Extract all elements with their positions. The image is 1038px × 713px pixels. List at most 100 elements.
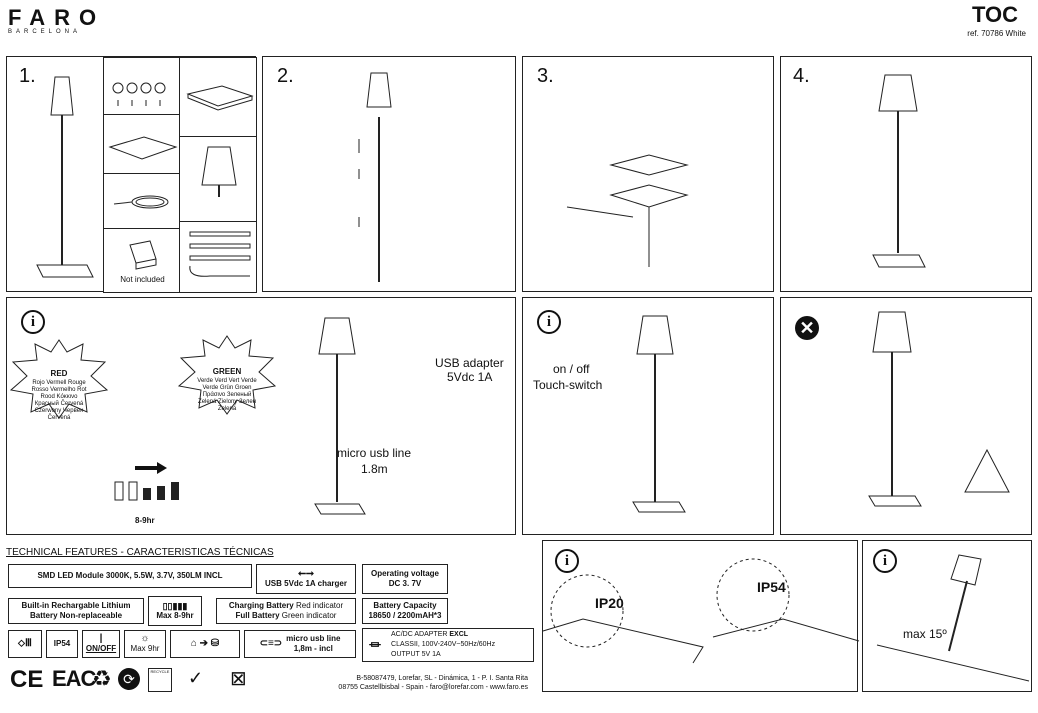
recycle-symbol-icon: ♻ xyxy=(92,666,112,691)
prohibited-icon: ✕ xyxy=(795,316,819,340)
charge-time: 8-9hr xyxy=(135,516,155,525)
usb-charger-spec: ⭠⭢ USB 5Vdc 1A charger xyxy=(256,564,356,594)
weee-bin-icon: ⊠ xyxy=(230,668,247,690)
max9-badge: ☼ Max 9hr xyxy=(124,630,166,658)
base-plate-icon xyxy=(186,85,254,111)
plug-icon: ⏛ xyxy=(369,638,382,652)
touch-lamp-illustration xyxy=(632,315,686,513)
parts-cell-screws xyxy=(103,57,180,115)
screws-icon xyxy=(112,82,166,106)
battery-l1: Built-in Rechargable Lithium xyxy=(21,601,131,610)
green-star-burst xyxy=(177,335,277,415)
floor-lamp-illustration xyxy=(36,76,94,278)
base-assembly-illustration xyxy=(566,154,689,267)
adapter-l3: OUTPUT 5V 1A xyxy=(391,651,441,658)
charging-l1b: Red indicator xyxy=(296,601,344,610)
brand-logo: FARO BARCELONA xyxy=(8,5,105,35)
parts-cell-cable xyxy=(103,173,180,229)
green-title: GREEN xyxy=(212,367,242,376)
adapter-excl: EXCL xyxy=(449,631,469,638)
red-text: Rojo Vermell Rouge Rosso Vermelho Rot Ro… xyxy=(31,380,87,421)
panel-step-3: 3. xyxy=(522,56,774,292)
step-number: 1. xyxy=(19,65,36,87)
micro-l1: micro usb line xyxy=(286,634,341,643)
ip54-label: IP54 xyxy=(757,579,786,595)
parts-cell-shade xyxy=(179,136,257,222)
adapter-l2: CLASSII, 100V-240V~50Hz/60Hz xyxy=(391,641,496,648)
charging-lamp-illustration xyxy=(314,317,366,515)
usb-charger-label: USB 5Vdc 1A charger xyxy=(265,579,347,588)
step-number: 3. xyxy=(537,65,554,87)
charging-l2: Full Battery xyxy=(235,611,280,620)
usb-symbol-icon: ⭠⭢ xyxy=(298,568,314,579)
max9-label: Max 9hr xyxy=(130,644,160,653)
charging-l2b: Green indicator xyxy=(281,611,337,620)
finished-lamp-illustration xyxy=(872,74,926,268)
usb-spec-label: 5Vdc 1A xyxy=(447,370,493,384)
panel-step-4: 4. xyxy=(780,56,1032,292)
warning-lamp-illustration xyxy=(868,311,1010,507)
recycle-box-icon: RECYCLE xyxy=(148,668,172,692)
lightbulb-icon: ☼ xyxy=(140,633,150,644)
voltage-label: Operating voltage xyxy=(370,569,439,578)
footer-address-2: 08755 Castellbisbal - Spain - faro@loref… xyxy=(338,684,528,691)
battery-bars-icon: ▯▯▮▮▮ xyxy=(162,601,188,611)
panel-touch-switch: i on / off Touch-switch xyxy=(522,297,774,535)
capacity-spec: Battery Capacity 18650 / 2200mAH*3 xyxy=(362,598,448,624)
assembly-illustration xyxy=(358,72,392,282)
battery-arrow-icon xyxy=(114,462,179,501)
footer-address-1: B-58087479, Lorefar, SL - Dinámica, 1 - … xyxy=(356,675,528,682)
tilt-illustration xyxy=(876,554,1030,682)
eac-mark: EAC xyxy=(52,666,96,691)
ce-mark: CE xyxy=(10,666,44,693)
recycle-label: RECYCLE xyxy=(150,669,170,674)
charging-l1: Charging Battery xyxy=(228,601,294,610)
micro-usb-length: 1.8m xyxy=(361,462,388,476)
lampshade-icon xyxy=(201,146,237,197)
parts-cell-plate xyxy=(103,114,180,174)
info-icon: i xyxy=(873,549,897,573)
ip20-label: IP20 xyxy=(595,595,624,611)
red-title: RED xyxy=(50,369,68,378)
panel-tilt: i max 15º xyxy=(862,540,1032,692)
capacity-l2: 18650 / 2200mAH*3 xyxy=(368,611,442,620)
tech-heading: TECHNICAL FEATURES - CARACTERISTICAS TÉC… xyxy=(6,547,274,558)
battery-l2: Battery Non-replaceable xyxy=(29,611,123,620)
power-icon: | xyxy=(99,633,103,644)
panel-charging: i RED Rojo Vermell Rouge Rosso Vermelho … xyxy=(6,297,516,535)
info-icon: i xyxy=(21,310,45,334)
adapter-l1: AC/DC ADAPTER xyxy=(391,631,448,638)
info-icon: i xyxy=(555,549,579,573)
parts-cell-poles xyxy=(179,221,257,293)
voltage-value: DC 3. 7V xyxy=(388,579,422,588)
not-included-label: Not included xyxy=(120,275,165,284)
max-hours-spec: ▯▯▮▮▮ Max 8-9hr xyxy=(148,596,202,626)
parts-cell-base xyxy=(179,57,257,137)
panel-step-2: 2. xyxy=(262,56,516,292)
recycle-arrows-icon: ⟳ xyxy=(118,668,140,690)
ip54-badge: IP54 xyxy=(46,630,78,658)
micro-usb-label: micro usb line xyxy=(337,446,412,460)
product-title: TOC xyxy=(971,2,1018,27)
brand-name: FARO xyxy=(8,5,106,30)
battery-spec: Built-in Rechargable Lithium Battery Non… xyxy=(8,598,144,624)
product-ref: ref. 70786 White xyxy=(967,29,1026,38)
brand-sub: BARCELONA xyxy=(8,29,82,35)
max-tilt-label: max 15º xyxy=(903,627,947,641)
parts-cell-adapter: Not included xyxy=(103,228,180,293)
charge-icon-badge: ⌂ ➔ ⛁ xyxy=(170,630,240,658)
onoff-label: ON/OFF xyxy=(85,644,117,653)
ip-detail-illustration xyxy=(542,558,860,664)
panel-warning: ✕ xyxy=(780,297,1032,535)
onoff-badge: | ON/OFF xyxy=(82,630,120,658)
max-hours-label: Max 8-9hr xyxy=(156,611,194,620)
voltage-spec: Operating voltage DC 3. 7V xyxy=(362,564,448,594)
panel-ip-rating: i IP20 IP54 xyxy=(542,540,860,692)
touch-switch-label: Touch-switch xyxy=(533,378,603,392)
adapter-spec: ⏛ AC/DC ADAPTER EXCL CLASSII, 100V-240V~… xyxy=(362,628,534,662)
panel-step-1: 1. No xyxy=(6,56,257,293)
micro-l2: 1,8m - incl xyxy=(293,644,333,653)
info-icon: i xyxy=(537,310,561,334)
micro-usb-spec: ⊂≡⊃ micro usb line 1,8m - incl xyxy=(244,630,356,658)
adapter-icon xyxy=(129,240,157,270)
